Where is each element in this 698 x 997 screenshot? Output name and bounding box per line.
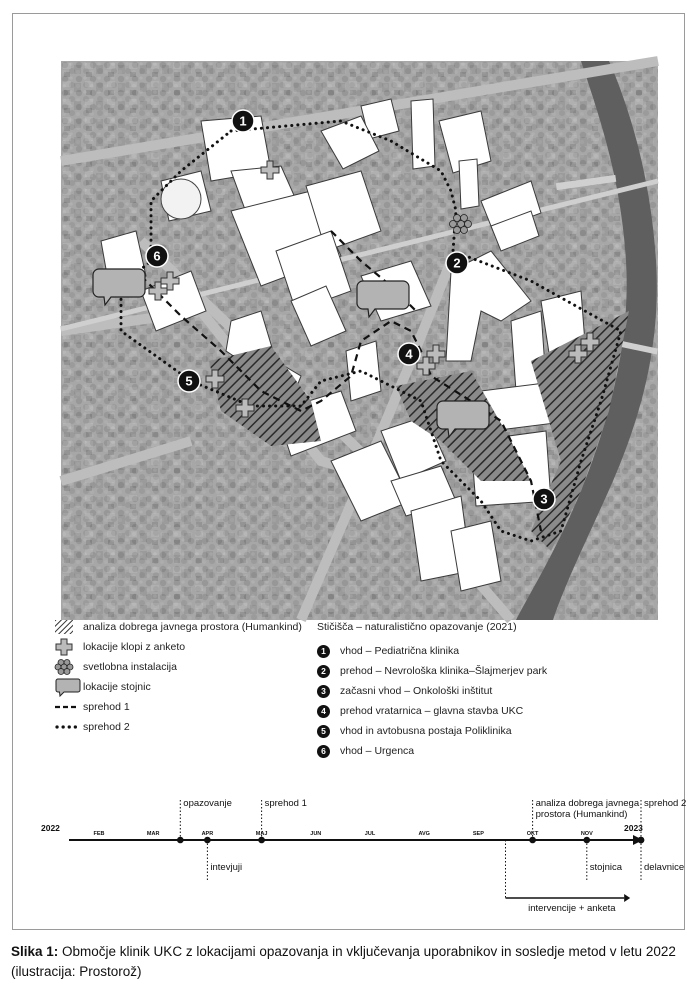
legend-item-flower: svetlobna instalacija — [54, 657, 302, 677]
speech-bubble-icon — [92, 268, 490, 439]
timeline-month-label: MAR — [147, 831, 160, 837]
number-4-icon: 4 — [317, 704, 330, 718]
legend-junction-4: 4 prehod vratarnica – glavna stavba UKC — [317, 701, 547, 721]
aerial-map: 1 2 3 4 5 — [59, 56, 659, 624]
timeline-event-label: stojnica — [590, 862, 623, 873]
map-canvas: 1 2 3 4 5 — [59, 56, 659, 624]
number-6-icon: 6 — [317, 744, 330, 758]
legend-symbols: analiza dobrega javnega prostora (Humank… — [54, 617, 302, 737]
marker-1: 1 — [231, 109, 255, 133]
marker-6: 6 — [145, 244, 169, 268]
svg-text:6: 6 — [153, 249, 160, 264]
plus-icon — [55, 638, 83, 656]
timeline-event-label: sprehod 2 — [644, 798, 686, 809]
timeline-event-dot — [204, 836, 211, 844]
walk-1-path — [140, 275, 543, 532]
svg-text:3: 3 — [540, 492, 547, 507]
flower-icon — [54, 659, 83, 675]
timeline-event-dot — [637, 836, 645, 844]
timeline-events: opazovanje sprehod 1 analiza dobrega javne… — [177, 798, 686, 914]
legend-junction-1: 1 vhod – Pediatrična klinika — [317, 641, 547, 661]
caption-label: Slika 1: — [11, 944, 59, 959]
river — [516, 61, 657, 620]
timeline-end-year: 2023 — [624, 823, 643, 833]
timeline-event-label: delavnice — [644, 862, 684, 873]
svg-text:4: 4 — [405, 347, 413, 362]
legend-item-plus: lokacije klopi z anketo — [55, 637, 302, 657]
timeline-start-year: 2022 — [41, 823, 60, 833]
timeline-event-label: prostora (Humankind) — [536, 809, 628, 820]
svg-text:2: 2 — [453, 256, 460, 271]
timeline-month-label: MAJ — [256, 831, 268, 837]
timeline-event-dot — [177, 836, 184, 844]
timeline-month-label: AVG — [418, 831, 430, 837]
timeline-range-label: intervencije + anketa — [528, 903, 616, 914]
marker-2: 2 — [445, 251, 469, 275]
timeline-month-label: APR — [202, 831, 214, 837]
marker-5: 5 — [177, 369, 201, 393]
legend-junctions-title: Stičišča – naturalistično opazovanje (20… — [317, 621, 517, 633]
timeline-event-label: opazovanje — [183, 798, 232, 809]
number-1-icon: 1 — [317, 644, 330, 658]
timeline: 2022 2023 FEB MAR APR MAJ JUN JUL AVG SEP OKT NOV… — [41, 798, 686, 914]
timeline-month-label: JUN — [310, 831, 321, 837]
map-markers: 1 2 3 4 5 — [145, 109, 556, 511]
legend-item-walk-1: sprehod 1 — [55, 697, 302, 717]
dashed-line-icon — [55, 699, 83, 715]
timeline-month-label: NOV — [581, 831, 593, 837]
timeline-months: FEB MAR APR MAJ JUN JUL AVG SEP OKT NOV — [94, 831, 594, 837]
timeline-month-label: FEB — [94, 831, 105, 837]
legend-junction-6: 6 vhod – Urgenca — [317, 741, 547, 761]
legend-junctions: Stičišča – naturalistično opazovanje (20… — [317, 617, 547, 761]
legend-item-bubble: lokacije stojnic — [55, 677, 302, 698]
caption-text: Območje klinik UKC z lokacijami opazovan… — [11, 944, 676, 979]
marker-4: 4 — [397, 342, 421, 366]
legend-junction-5: 5 vhod in avtobusna postaja Poliklinika — [317, 721, 547, 741]
timeline-range-arrow-icon — [624, 894, 631, 902]
legend-junction-3: 3 začasni vhod – Onkološki inštitut — [317, 681, 547, 701]
hatch-icon — [55, 619, 83, 635]
hatch-area — [209, 311, 629, 551]
timeline-month-label: SEP — [473, 831, 484, 837]
svg-text:1: 1 — [239, 114, 246, 129]
flower-icon — [449, 214, 472, 234]
rotunda — [160, 178, 202, 220]
plus-icon — [148, 160, 600, 418]
figure-frame: 1 2 3 4 5 — [11, 13, 686, 979]
walk-2-path — [119, 119, 623, 543]
timeline-event-label: sprehod 1 — [265, 798, 307, 809]
timeline-event-dot — [258, 836, 265, 844]
number-2-icon: 2 — [317, 664, 330, 678]
dotted-line-icon — [55, 719, 83, 735]
figure-caption: Slika 1: Območje klinik UKC z lokacijami… — [11, 942, 691, 982]
bridge — [555, 174, 617, 191]
timeline-event-label: analiza dobrega javnega — [536, 798, 640, 809]
timeline-event-dot — [529, 836, 536, 844]
timeline-month-label: OKT — [527, 831, 539, 837]
speech-bubble-icon — [55, 678, 83, 698]
number-3-icon: 3 — [317, 684, 330, 698]
timeline-month-label: JUL — [365, 831, 376, 837]
legend-item-hatch: analiza dobrega javnega prostora (Humank… — [55, 617, 302, 637]
timeline-event-label: intevjuji — [210, 862, 242, 873]
marker-3: 3 — [532, 487, 556, 511]
svg-text:5: 5 — [185, 374, 192, 389]
timeline-event-dot — [583, 836, 591, 844]
number-5-icon: 5 — [317, 724, 330, 738]
legend-item-walk-2: sprehod 2 — [55, 717, 302, 737]
legend-junction-2: 2 prehod – Nevrološka klinika–Šlajmerjev… — [317, 661, 547, 681]
